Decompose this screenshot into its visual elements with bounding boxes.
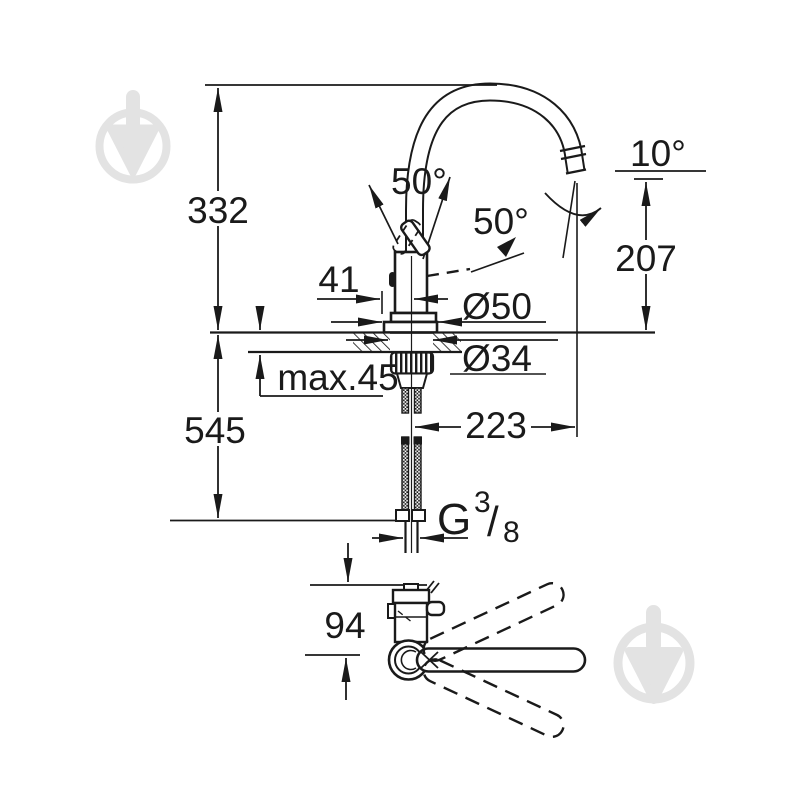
dim-swivel-left-angle: 50°	[391, 161, 447, 202]
store-watermark-icon	[613, 605, 695, 704]
dim-base-diameter: Ø50	[462, 286, 532, 327]
dim-handle-height: 94	[324, 605, 365, 646]
dim-mount-depth: 545	[184, 410, 246, 451]
dimension-lines	[170, 84, 706, 700]
dim-deck-thickness: max.45	[277, 357, 398, 398]
lever-plan-solid	[415, 647, 587, 673]
dim-height-total: 332	[187, 190, 249, 231]
dim-lever-angle: 50°	[473, 201, 529, 242]
lever-plan-dashed-up	[422, 582, 565, 662]
dim-spout-reach: 223	[465, 405, 527, 446]
dim-spout-height: 207	[615, 238, 677, 279]
spout-arc	[405, 82, 587, 256]
dim-hole-diameter: Ø34	[462, 338, 532, 379]
angle-arrowhead	[497, 237, 516, 257]
dimension-labels: 332 545 207 223 41 Ø50 Ø34 max.45 94 50°…	[184, 133, 686, 646]
faucet-body-side-view	[382, 250, 439, 334]
handle-lever-side-view	[368, 176, 525, 278]
plan-view	[310, 580, 587, 738]
dim-outlet-angle: 10°	[630, 133, 686, 174]
dim-handle-offset: 41	[318, 259, 359, 300]
store-watermark-icon	[95, 90, 171, 184]
lever-plan-dashed-down	[422, 658, 565, 738]
mounting-hardware	[389, 256, 435, 553]
deck-section	[210, 331, 655, 354]
dim-thread-size: G 3 / 8	[437, 486, 520, 549]
